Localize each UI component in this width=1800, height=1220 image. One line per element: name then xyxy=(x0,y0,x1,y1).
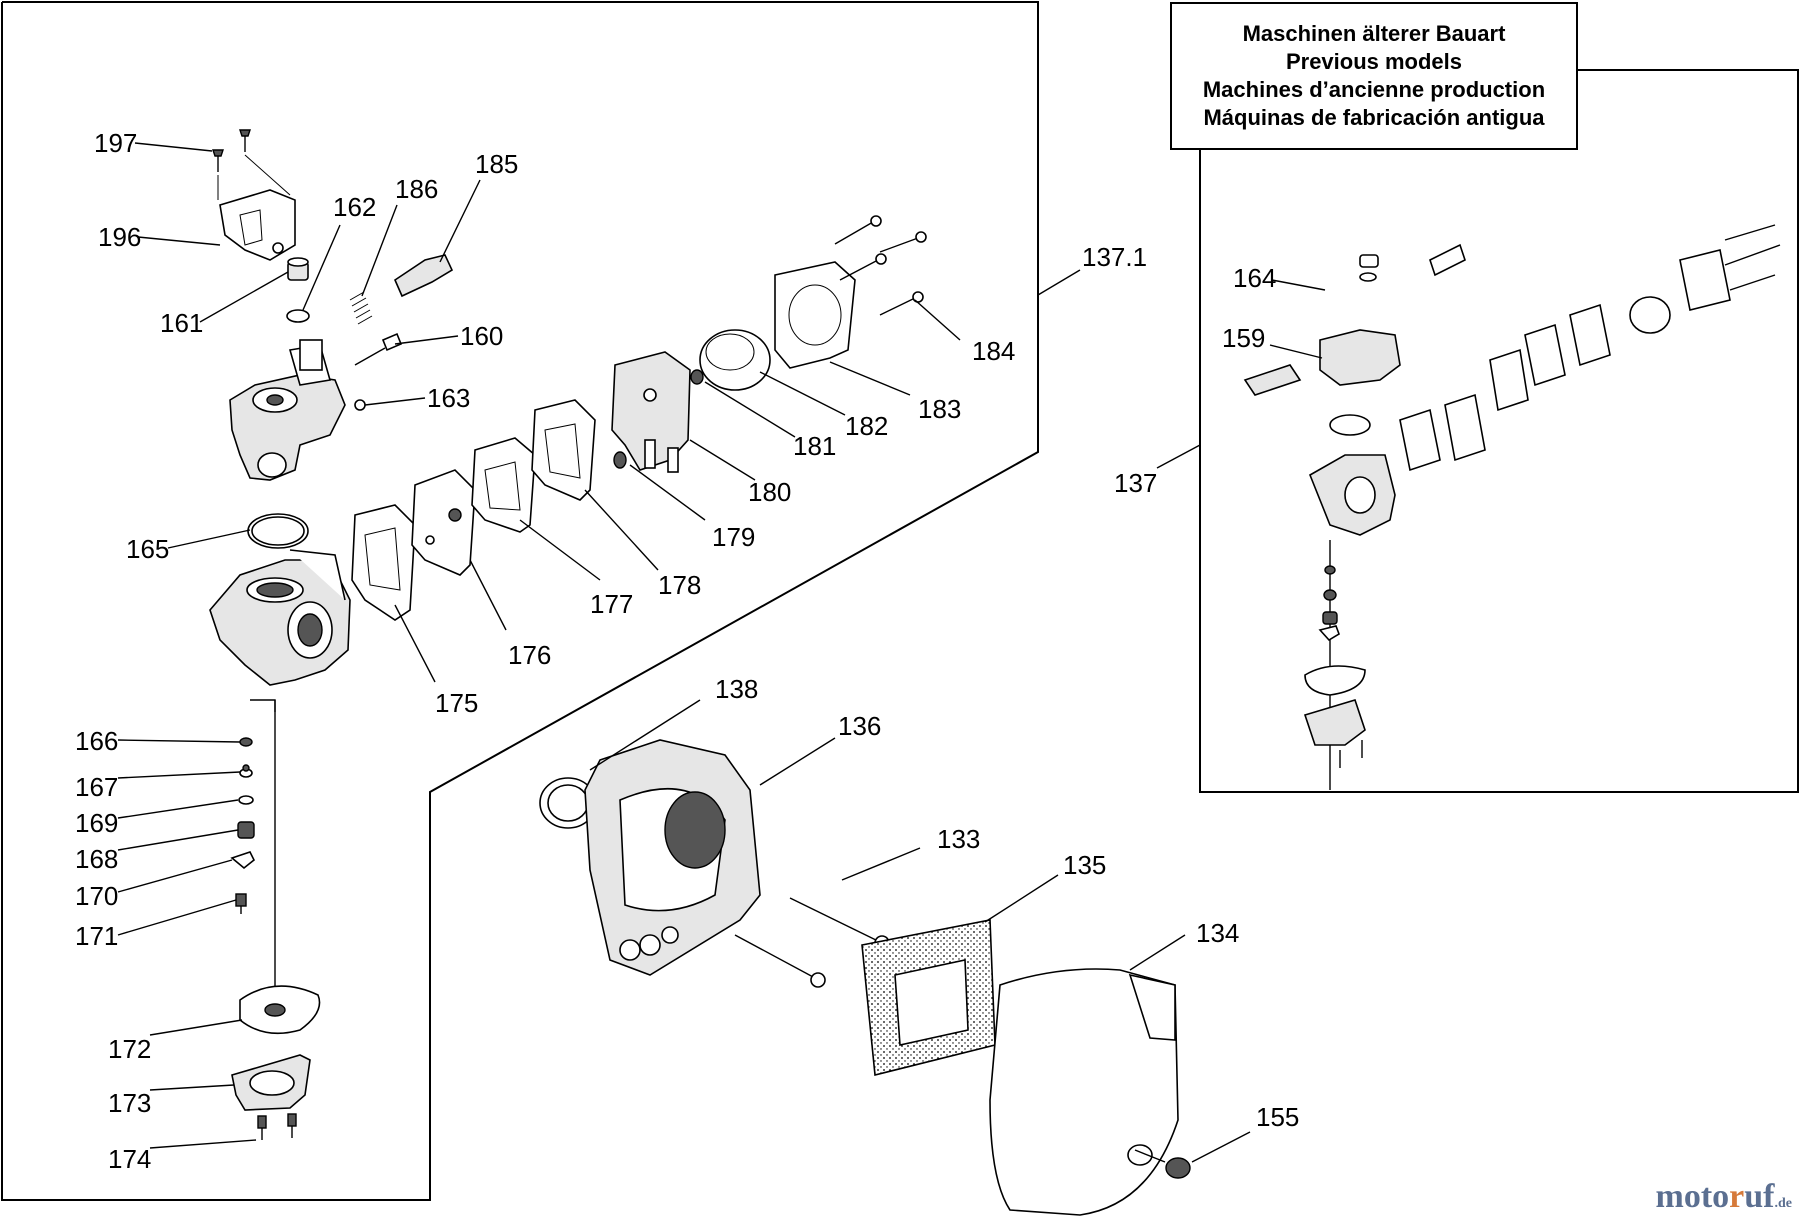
label-185: 185 xyxy=(475,149,518,179)
label-184: 184 xyxy=(972,336,1015,366)
label-159: 159 xyxy=(1222,323,1265,353)
spring-168 xyxy=(237,821,255,839)
previous-models-legend: Maschinen älterer Bauart Previous models… xyxy=(1170,2,1578,150)
label-167: 167 xyxy=(75,772,118,802)
label-137-1: 137.1 xyxy=(1082,242,1147,272)
part-169 xyxy=(238,795,254,805)
motoruf-watermark: motoruf.de xyxy=(1656,1178,1792,1216)
label-165: 165 xyxy=(126,534,169,564)
gasket-177 xyxy=(471,437,536,533)
filter-cover-134 xyxy=(989,968,1179,1216)
part-181 xyxy=(690,369,704,385)
screws-184 xyxy=(834,215,927,316)
label-170: 170 xyxy=(75,881,118,911)
cover-173 xyxy=(231,1054,311,1111)
screws-174 xyxy=(257,1113,297,1140)
label-133: 133 xyxy=(937,824,980,854)
ring-138 xyxy=(539,777,597,829)
plate-176 xyxy=(411,469,476,576)
adjuster-bracket-196 xyxy=(219,189,296,261)
label-137: 137 xyxy=(1114,468,1157,498)
label-168: 168 xyxy=(75,844,118,874)
filter-base-136 xyxy=(584,739,761,976)
label-138: 138 xyxy=(715,674,758,704)
watermark-text-a: moto xyxy=(1655,1178,1730,1215)
gasket-178 xyxy=(531,399,596,501)
filter-element-135 xyxy=(861,919,996,1077)
watermark-suffix: .de xyxy=(1774,1196,1793,1211)
label-171: 171 xyxy=(75,921,118,951)
label-197: 197 xyxy=(94,128,137,158)
part-labels: 197 196 162 186 185 161 160 163 165 166 … xyxy=(75,128,1299,1174)
label-183: 183 xyxy=(918,394,961,424)
legend-line-de: Maschinen älterer Bauart xyxy=(1242,21,1506,46)
label-181: 181 xyxy=(793,431,836,461)
part-166 xyxy=(239,737,253,747)
lever-170 xyxy=(230,851,256,870)
watermark-text-b: uf xyxy=(1744,1178,1775,1215)
screw-171 xyxy=(235,893,247,914)
label-179: 179 xyxy=(712,522,755,552)
label-175: 175 xyxy=(435,688,478,718)
legend-line-fr: Machines d’ancienne production xyxy=(1202,77,1546,102)
label-135: 135 xyxy=(1063,850,1106,880)
label-162: 162 xyxy=(333,192,376,222)
screws-197 xyxy=(212,129,291,200)
diaphragm-172 xyxy=(239,985,321,1035)
label-155: 155 xyxy=(1256,1102,1299,1132)
label-169: 169 xyxy=(75,808,118,838)
label-134: 134 xyxy=(1196,918,1239,948)
legend-line-es: Máquinas de fabricación antigua xyxy=(1203,105,1545,130)
legend-line-en: Previous models xyxy=(1285,49,1463,74)
label-163: 163 xyxy=(427,383,470,413)
watermark-accent: r xyxy=(1729,1178,1745,1215)
screw-160 xyxy=(354,332,403,366)
carburetor-upper-body xyxy=(229,339,346,481)
plug-161 xyxy=(287,257,309,281)
label-178: 178 xyxy=(658,570,701,600)
label-182: 182 xyxy=(845,411,888,441)
axis-offset xyxy=(250,699,276,712)
main-frame xyxy=(1,1,1039,1201)
label-166: 166 xyxy=(75,726,118,756)
label-161: 161 xyxy=(160,308,203,338)
label-136: 136 xyxy=(838,711,881,741)
washer-162 xyxy=(286,309,310,323)
label-196: 196 xyxy=(98,222,141,252)
label-186: 186 xyxy=(395,174,438,204)
oring-165-inner xyxy=(251,516,305,546)
clip-163 xyxy=(354,399,366,411)
flange-183 xyxy=(774,261,856,369)
needle-185 xyxy=(393,254,454,298)
part-167 xyxy=(239,764,253,778)
part-179 xyxy=(613,451,627,469)
bulb-182 xyxy=(699,329,771,391)
label-180: 180 xyxy=(748,477,791,507)
label-172: 172 xyxy=(108,1034,151,1064)
gasket-175 xyxy=(351,504,416,621)
leader-lines xyxy=(117,142,1326,1163)
previous-models-assembly xyxy=(1243,224,1781,790)
previous-models-frame xyxy=(1199,69,1799,793)
spring-186 xyxy=(349,291,373,325)
carburetor-lower-body xyxy=(209,549,351,686)
label-174: 174 xyxy=(108,1144,151,1174)
label-160: 160 xyxy=(460,321,503,351)
label-164: 164 xyxy=(1233,263,1276,293)
label-177: 177 xyxy=(590,589,633,619)
label-173: 173 xyxy=(108,1088,151,1118)
label-176: 176 xyxy=(508,640,551,670)
pump-body-180 xyxy=(611,351,691,473)
screw-155 xyxy=(1134,1149,1191,1179)
